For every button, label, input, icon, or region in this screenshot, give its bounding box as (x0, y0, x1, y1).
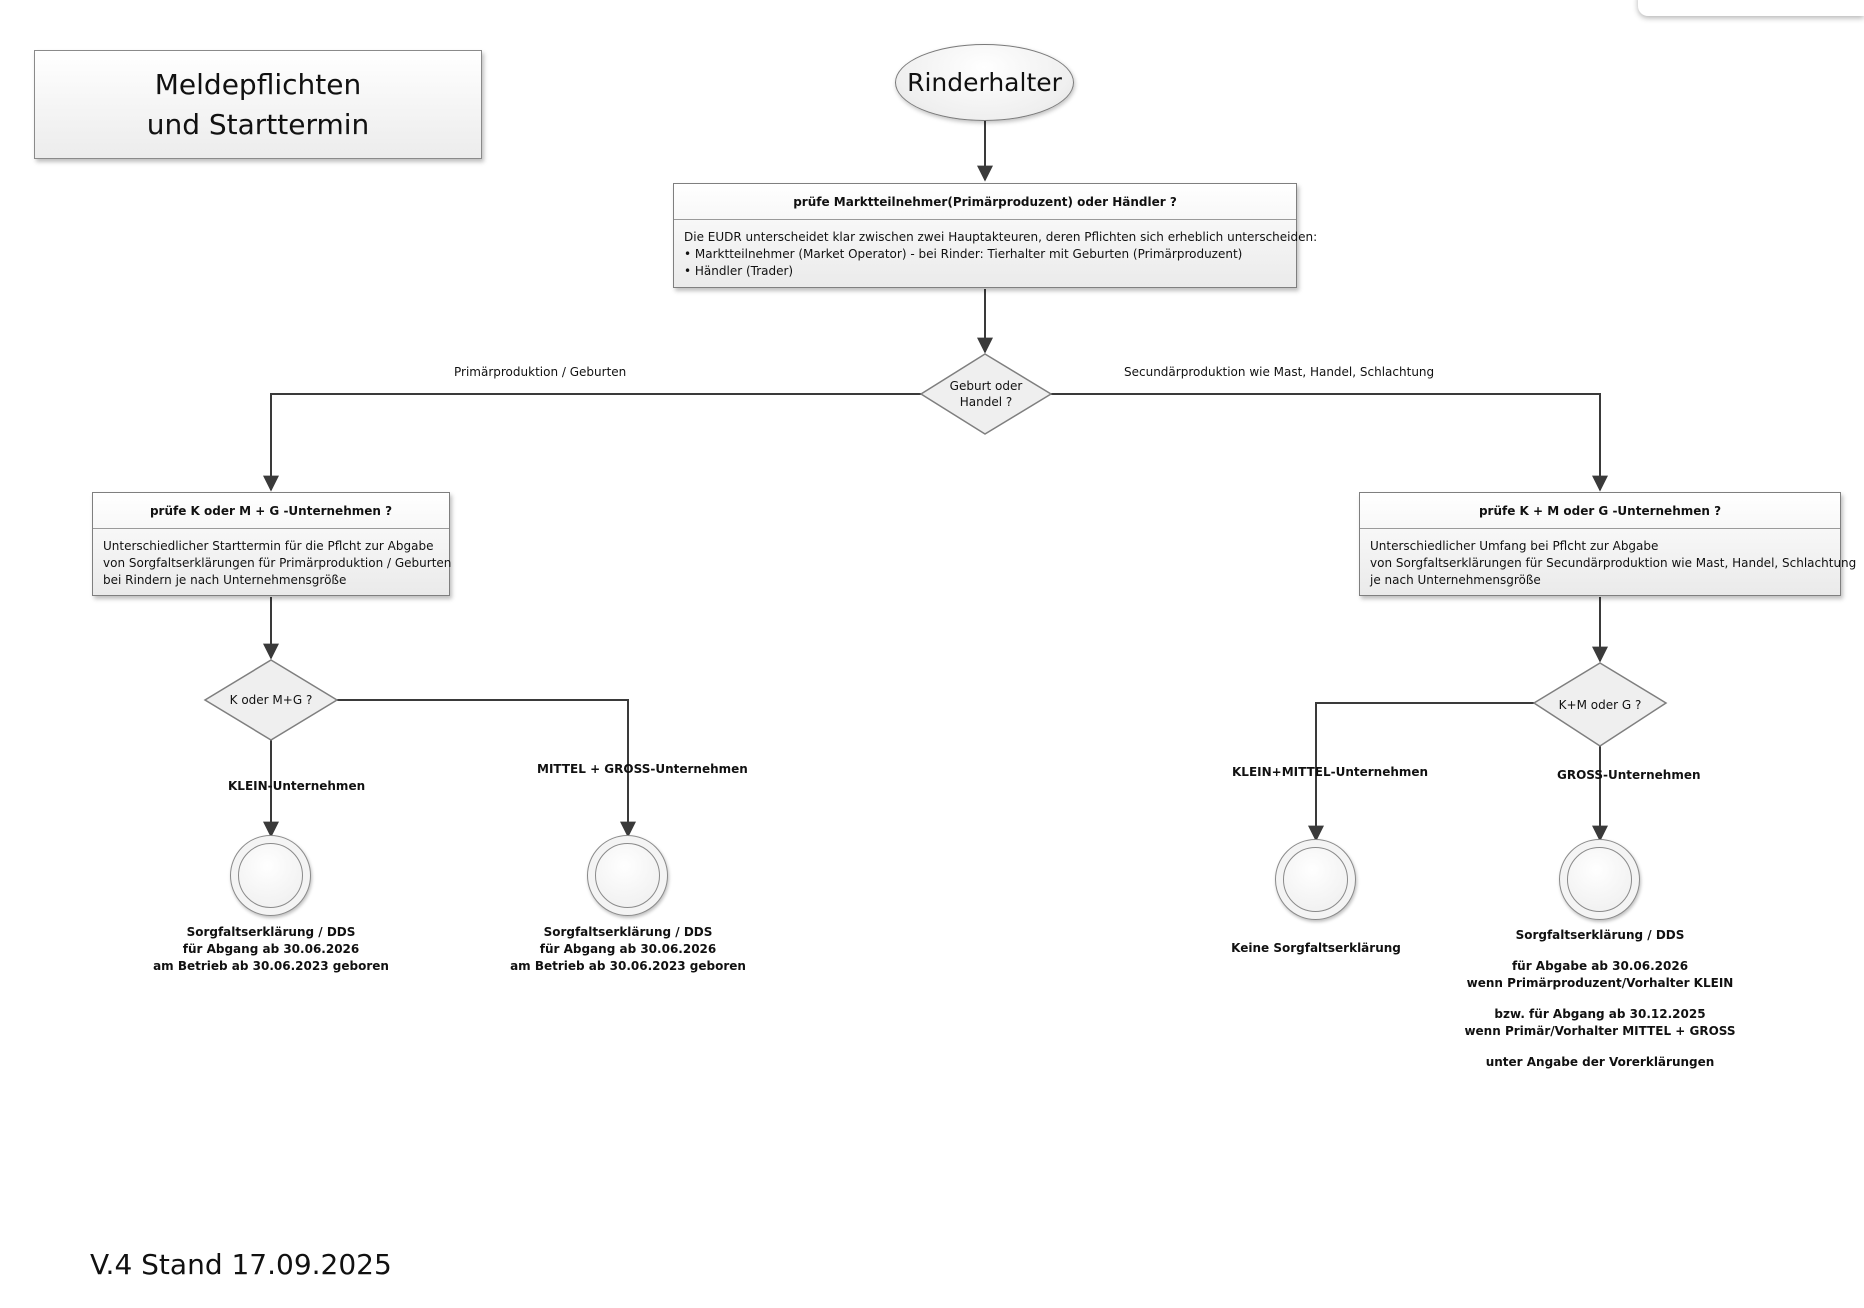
decision-right: K+M oder G ? (1534, 663, 1666, 746)
edge-secondary (1051, 393, 1608, 492)
decision-main-line-1: Geburt oder (949, 379, 1023, 393)
edge-label-right-large: GROSS-Unternehmen (1557, 768, 1701, 782)
version-stamp: V.4 Stand 17.09.2025 (90, 1248, 392, 1281)
process-check-right: prüfe K + M oder G -Unternehmen ? Unters… (1359, 492, 1857, 598)
process-check-left-body: Unterschiedlicher Starttermin für die Pf… (93, 529, 452, 598)
process-check-role-body: Die EUDR unterscheidet klar zwischen zwe… (674, 220, 1318, 289)
decision-main: Geburt oder Handel ? (921, 354, 1051, 434)
process-check-left-line-3: bei Rindern je nach Unternehmensgröße (103, 573, 347, 587)
diagram-title-box: Meldepflichten und Starttermin (34, 50, 482, 159)
edge-primary (263, 393, 921, 492)
end-label-right-large-line-3: wenn Primärproduzent/Vorhalter KLEIN (1466, 976, 1734, 990)
decision-left-label: K oder M+G ? (229, 693, 313, 707)
end-label-left-midlarge-line-2: für Abgang ab 30.06.2026 (539, 942, 717, 956)
process-check-right-header: prüfe K + M oder G -Unternehmen ? (1360, 493, 1840, 529)
process-check-left-line-2: von Sorgfaltserklärungen für Primärprodu… (103, 556, 452, 570)
process-check-right-line-2: von Sorgfaltserklärungen für Secundärpro… (1370, 556, 1857, 570)
process-check-role-line-2: • Marktteilnehmer (Market Operator) - be… (684, 247, 1243, 261)
end-label-left-small-line-1: Sorgfaltserklärung / DDS (186, 925, 356, 939)
endpoint-left-small (230, 835, 311, 916)
edge-label-right-smallmid: KLEIN+MITTEL-Unternehmen (1232, 765, 1429, 779)
edge-label-primary: Primärproduktion / Geburten (454, 365, 627, 379)
process-check-right-line-3: je nach Unternehmensgröße (1370, 573, 1541, 587)
end-label-left-small-line-3: am Betrieb ab 30.06.2023 geboren (153, 959, 389, 973)
process-check-left: prüfe K oder M + G -Unternehmen ? Unters… (92, 492, 452, 598)
end-label-right-large-line-1: Sorgfaltserklärung / DDS (1515, 928, 1685, 942)
title-line-2: und Starttermin (146, 107, 370, 141)
title-line-1: Meldepflichten (154, 67, 362, 101)
decision-left: K oder M+G ? (205, 660, 337, 740)
end-label-right-large: Sorgfaltserklärung / DDS für Abgabe ab 3… (1450, 927, 1750, 1071)
floating-panel-fragment[interactable] (1638, 0, 1864, 16)
process-check-left-line-1: Unterschiedlicher Starttermin für die Pf… (103, 539, 434, 553)
process-check-right-line-1: Unterschiedlicher Umfang bei Pflcht zur … (1370, 539, 1659, 553)
decision-main-line-2: Handel ? (959, 395, 1013, 409)
decision-right-label: K+M oder G ? (1558, 697, 1642, 712)
edge-label-left-midlarge: MITTEL + GROSS-Unternehmen (537, 762, 748, 776)
process-check-right-body: Unterschiedlicher Umfang bei Pflcht zur … (1360, 529, 1857, 598)
end-label-left-midlarge: Sorgfaltserklärung / DDS für Abgang ab 3… (478, 924, 778, 975)
endpoint-left-midlarge (587, 835, 668, 916)
process-check-left-header: prüfe K oder M + G -Unternehmen ? (93, 493, 449, 529)
start-node-rinderhalter: Rinderhalter (895, 44, 1074, 121)
end-label-right-large-line-2: für Abgabe ab 30.06.2026 (1511, 959, 1689, 973)
end-label-right-large-line-6: unter Angabe der Vorerklärungen (1485, 1055, 1715, 1069)
end-label-right-large-line-5: wenn Primär/Vorhalter MITTEL + GROSS (1464, 1024, 1736, 1038)
process-check-role-header: prüfe Marktteilnehmer(Primärproduzent) o… (674, 184, 1296, 220)
start-node-label: Rinderhalter (907, 68, 1062, 97)
end-label-left-small: Sorgfaltserklärung / DDS für Abgang ab 3… (121, 924, 421, 975)
process-check-role-line-1: Die EUDR unterscheidet klar zwischen zwe… (684, 230, 1318, 244)
end-label-right-large-line-4: bzw. für Abgang ab 30.12.2025 (1494, 1007, 1706, 1021)
end-label-left-midlarge-line-3: am Betrieb ab 30.06.2023 geboren (510, 959, 746, 973)
process-check-role-line-3: • Händler (Trader) (684, 264, 794, 278)
process-check-role: prüfe Marktteilnehmer(Primärproduzent) o… (673, 183, 1318, 289)
end-label-right-smallmid: Keine Sorgfaltserklärung (1166, 940, 1466, 957)
endpoint-right-smallmid (1275, 839, 1356, 920)
endpoint-right-large (1559, 839, 1640, 920)
end-label-left-midlarge-line-1: Sorgfaltserklärung / DDS (543, 925, 713, 939)
edge-label-secondary: Secundärproduktion wie Mast, Handel, Sch… (1124, 365, 1435, 379)
edge-label-left-small: KLEIN-Unternehmen (228, 779, 366, 793)
end-label-left-small-line-2: für Abgang ab 30.06.2026 (182, 942, 360, 956)
end-label-right-smallmid-line-1: Keine Sorgfaltserklärung (1231, 941, 1401, 955)
